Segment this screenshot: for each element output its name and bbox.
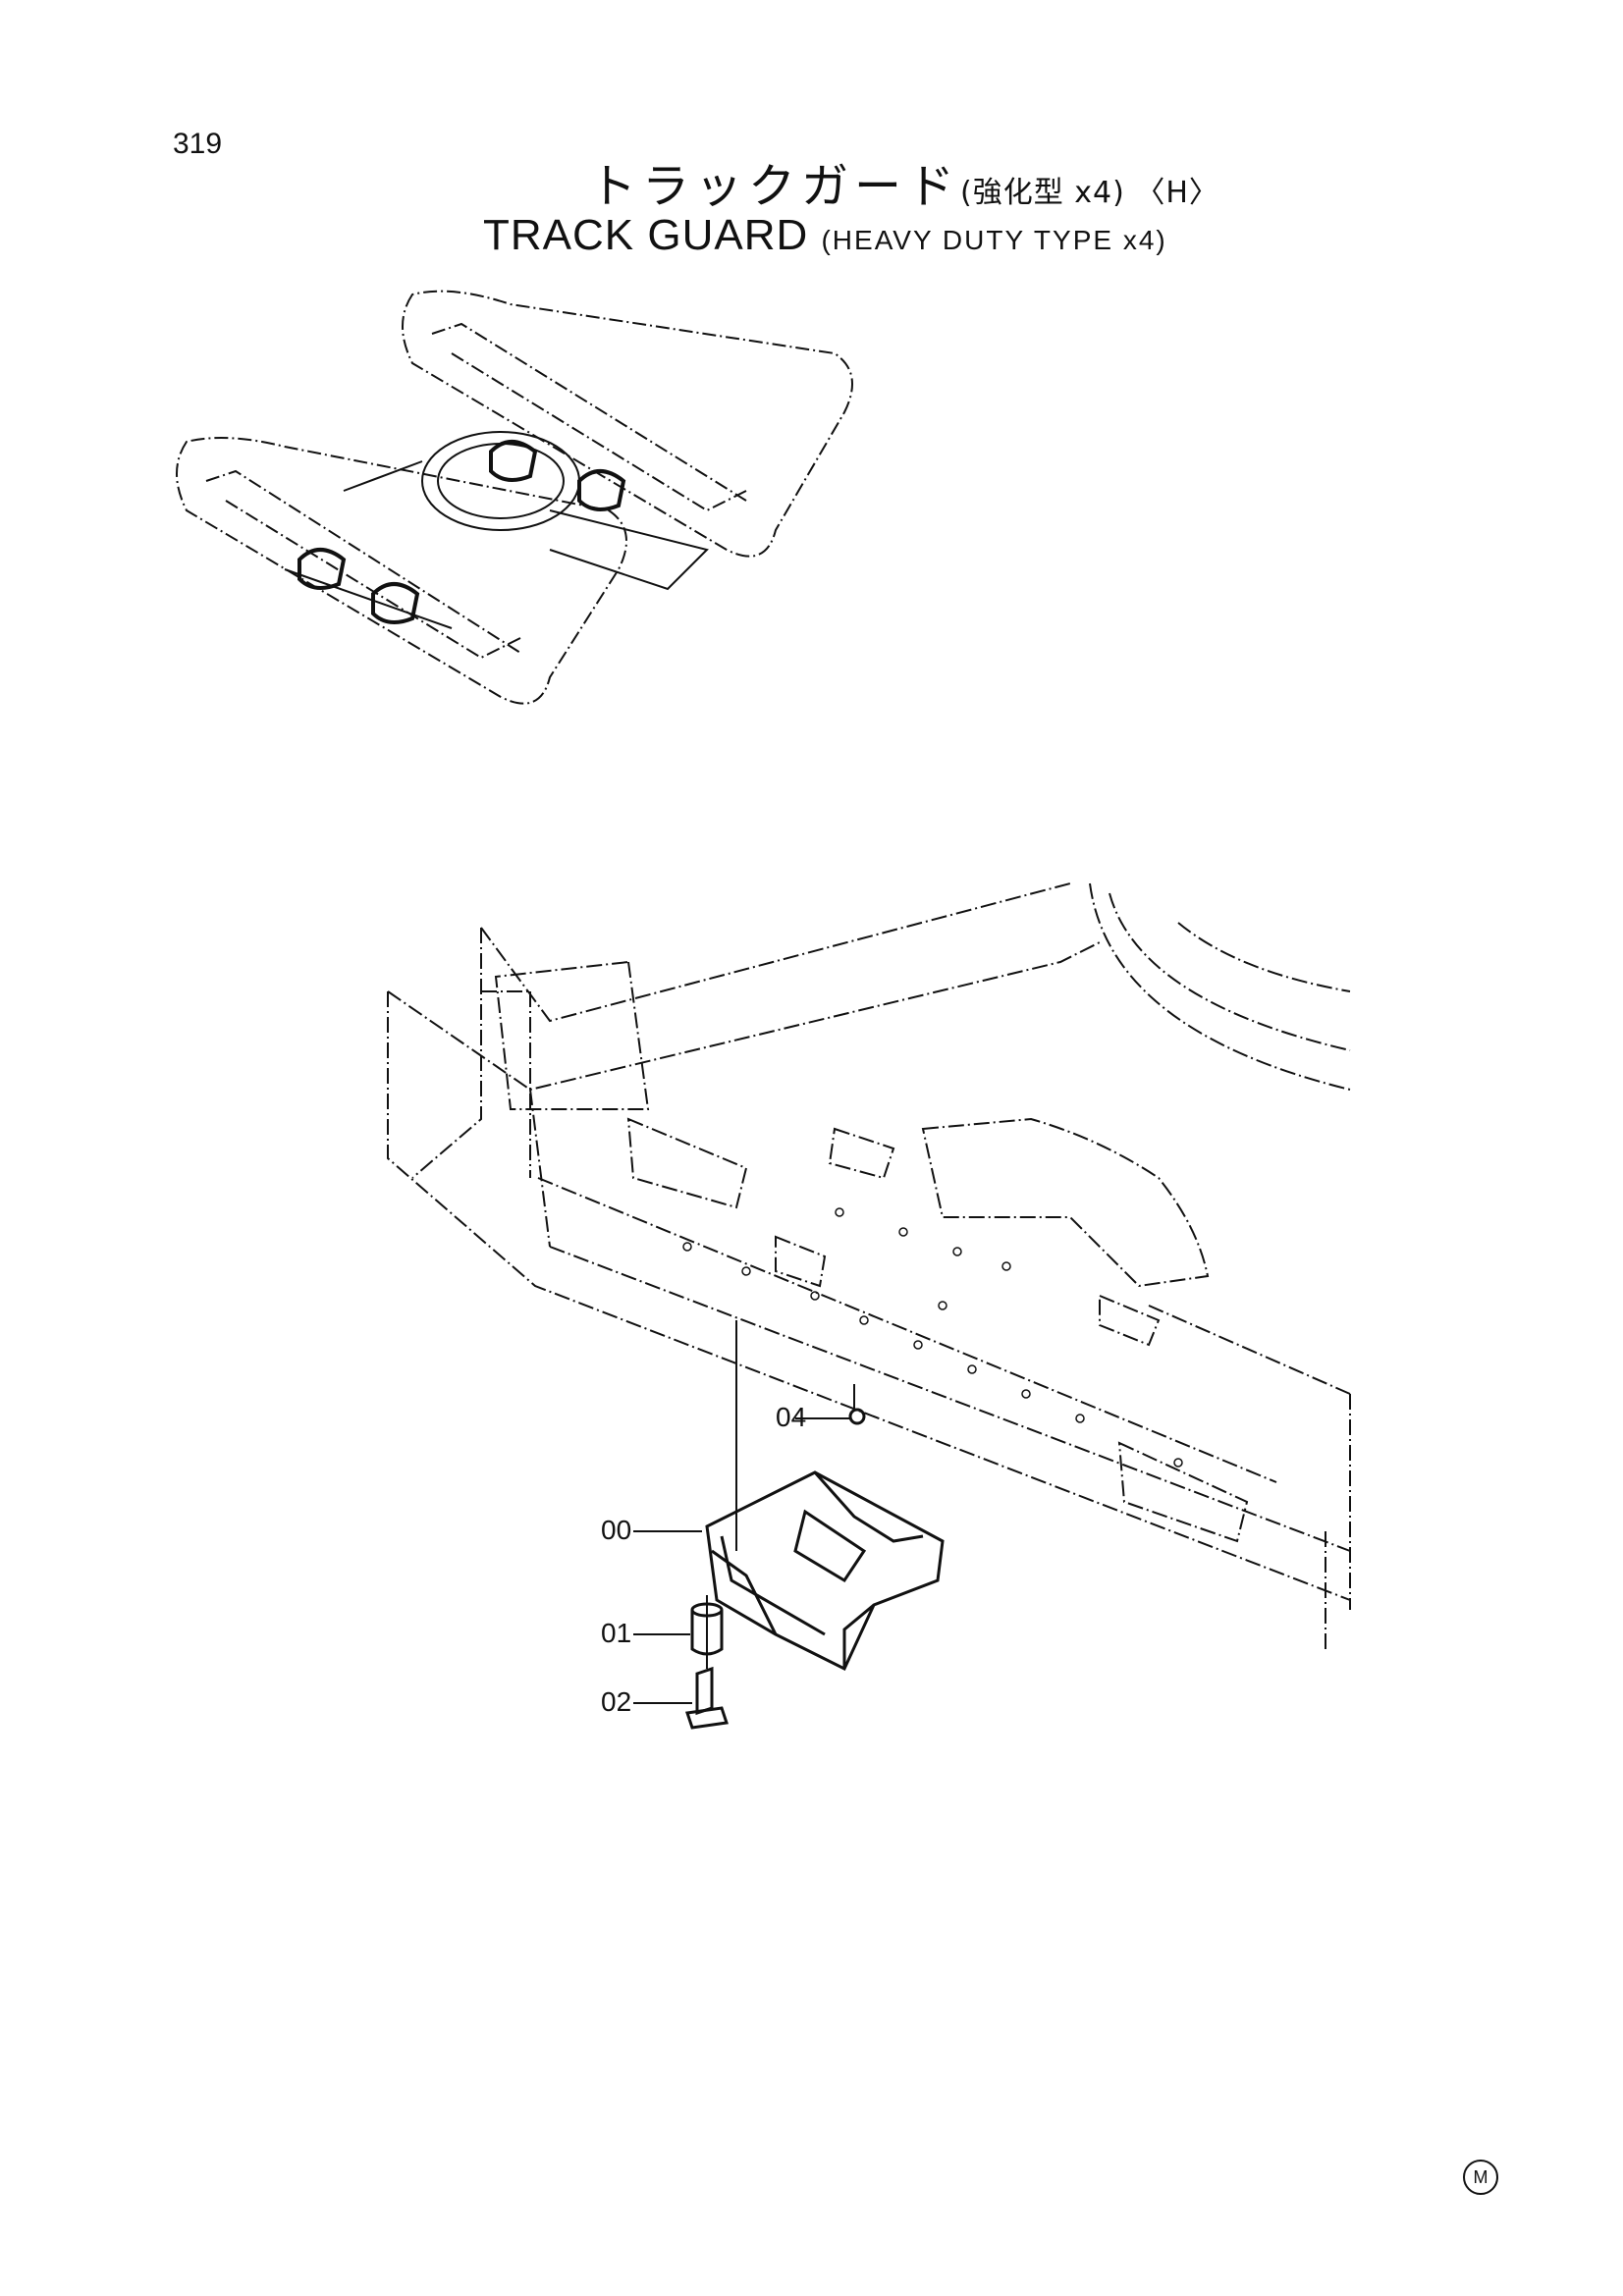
title-english-main: TRACK GUARD	[483, 211, 809, 259]
callout-00: 00	[601, 1515, 632, 1545]
assembly-lines	[706, 1320, 855, 1669]
callout-02: 02	[601, 1686, 632, 1717]
title-japanese: トラックガード(強化型 x4) 〈H〉	[589, 147, 1219, 216]
title-english-sub: (HEAVY DUTY TYPE x4)	[821, 225, 1167, 255]
nut-part-04	[848, 1408, 866, 1425]
overview-frame-center	[343, 431, 709, 591]
title-japanese-main: トラックガード	[589, 159, 961, 214]
overview-track-guards	[284, 440, 626, 629]
overview-undercarriage	[176, 290, 853, 705]
page-number: 319	[173, 128, 223, 160]
callout-01: 01	[601, 1618, 632, 1648]
track-guard-part-00	[705, 1470, 945, 1672]
callout-04: 04	[776, 1402, 807, 1432]
bolt-part-02	[685, 1666, 729, 1730]
detail-bolt-holes	[682, 1207, 1183, 1468]
title-english: TRACK GUARD (HEAVY DUTY TYPE x4)	[483, 211, 1167, 260]
title-japanese-sub: (強化型 x4) 〈H〉	[960, 176, 1219, 210]
corner-mark: M	[1463, 2160, 1498, 2195]
leader-lines	[633, 1417, 850, 1704]
detail-track-frame	[387, 882, 1351, 1649]
